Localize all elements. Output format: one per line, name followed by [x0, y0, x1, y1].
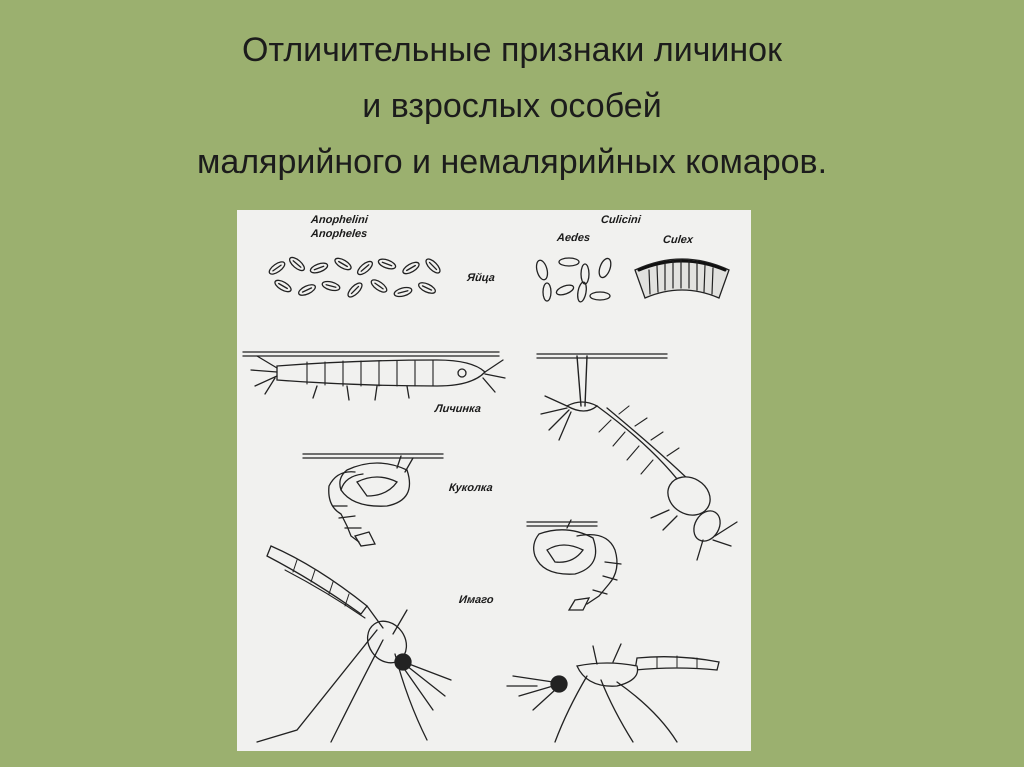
- genus-label-culex: Culex: [662, 234, 694, 246]
- title-line-3: малярийного и немалярийных комаров.: [196, 143, 828, 181]
- tribe-label-culicini: Culicini: [600, 214, 642, 226]
- culex-adult-illustration: [506, 643, 720, 743]
- stage-label-larva: Личинка: [434, 403, 482, 415]
- title-line-1: Отличительные признаки личинок: [242, 31, 782, 69]
- aedes-eggs-illustration: [535, 257, 612, 303]
- anopheles-pupa-illustration: [302, 453, 444, 547]
- genus-label-aedes: Aedes: [556, 232, 591, 244]
- stage-label-adult: Имаго: [458, 594, 495, 606]
- culex-larva-illustration: [536, 353, 738, 561]
- stage-label-eggs: Яйца: [466, 272, 496, 284]
- anopheles-eggs-illustration: [268, 256, 441, 298]
- stage-label-pupa: Куколка: [448, 482, 494, 494]
- genus-label-anopheles: Anopheles: [310, 228, 368, 240]
- culex-egg-raft-illustration: [634, 258, 730, 299]
- title-line-2: и взрослых особей: [362, 87, 662, 125]
- slide-title: Отличительные признаки личинок и взрослы…: [0, 22, 1024, 190]
- anopheles-adult-illustration: [256, 545, 452, 743]
- culex-pupa-illustration: [526, 519, 622, 611]
- tribe-label-anophelini: Anophelini: [310, 214, 369, 226]
- mosquito-comparison-figure: Anophelini Anopheles Culicini Aedes Cule…: [237, 210, 751, 751]
- anopheles-larva-illustration: [242, 351, 506, 401]
